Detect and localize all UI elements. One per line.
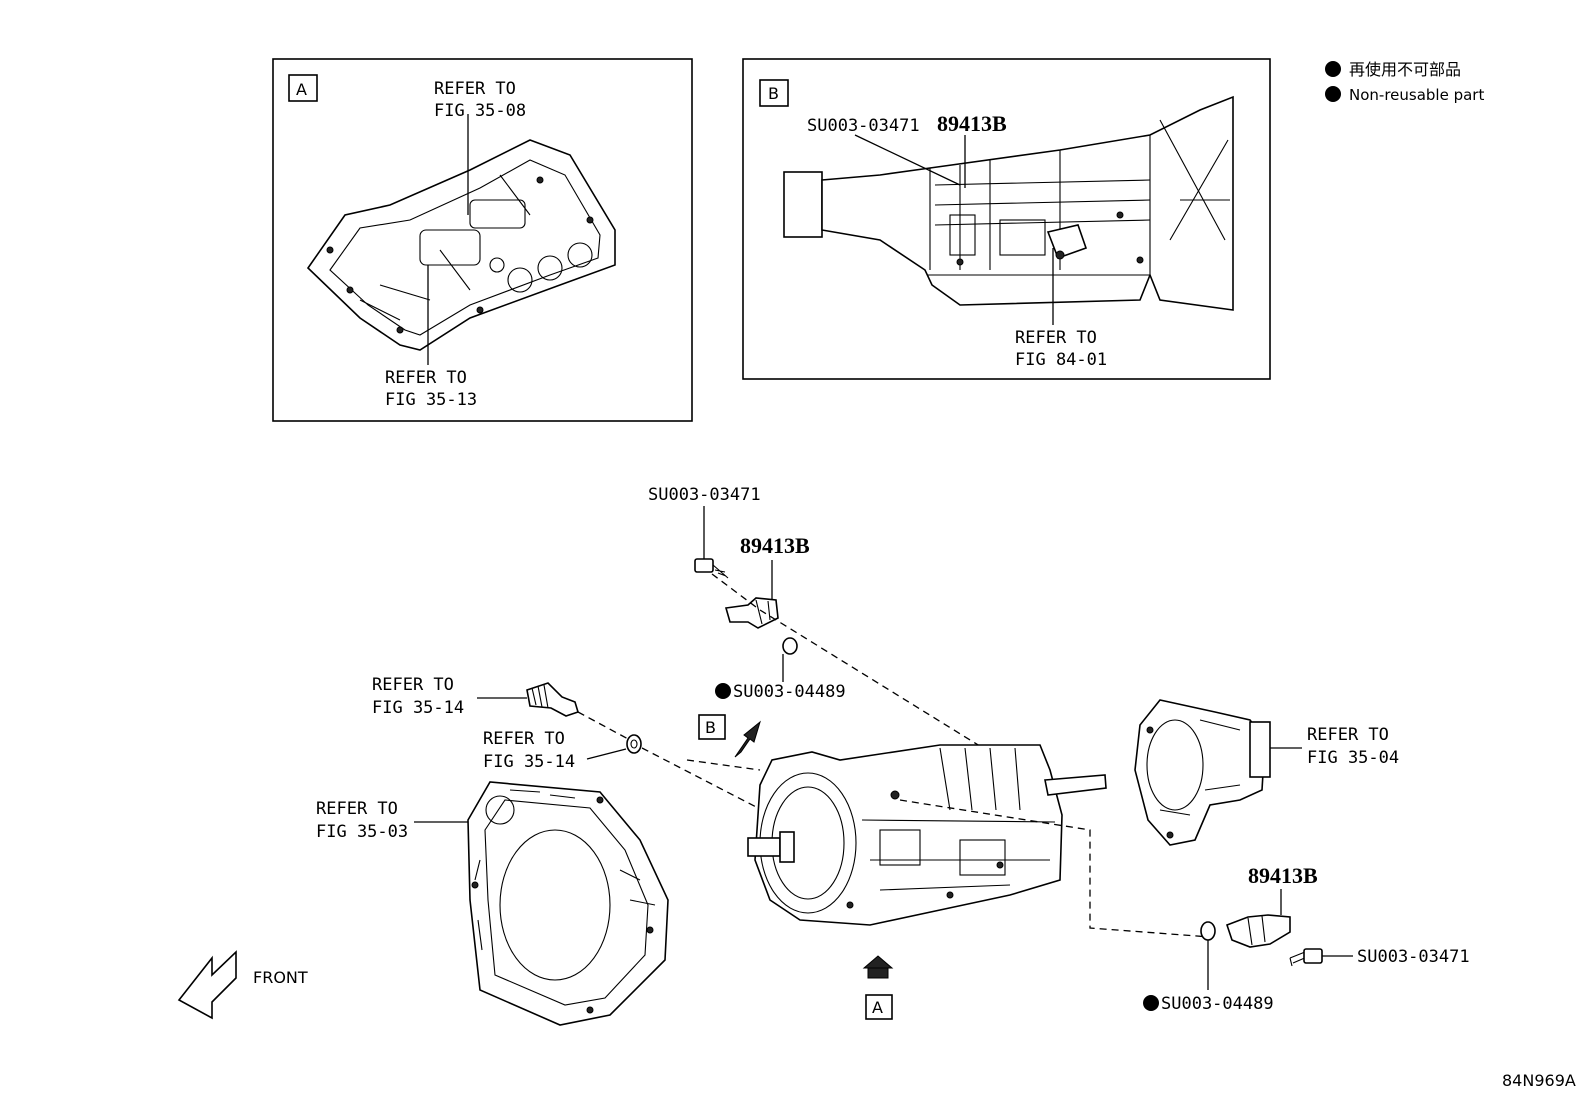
inset-a-letter-box	[288, 74, 318, 102]
extension-label-l2: FIG 35-04	[1307, 748, 1399, 768]
sensor-top-label: 89413B	[740, 533, 810, 558]
inset-b-callout-l2: FIG 84-01	[1015, 350, 1107, 370]
dash-bottom-sensor	[899, 799, 1211, 938]
inset-b-callout-l1: REFER TO	[1015, 328, 1097, 348]
inset-b-sensor-part: 89413B	[937, 111, 1007, 136]
bolt-bottom-label: SU003-03471	[1357, 947, 1470, 967]
housing-label-l1: REFER TO	[316, 799, 398, 819]
legend-jp-text: 再使用不可部品	[1349, 60, 1461, 79]
inset-a-letter: A	[296, 80, 307, 99]
washer-leader	[586, 748, 627, 760]
view-b-marker-box	[698, 714, 726, 740]
inset-b-letter-box	[759, 79, 789, 107]
inset-a-callout-bottom-l2: FIG 35-13	[385, 390, 477, 410]
front-label: FRONT	[253, 968, 308, 987]
view-b-arrow-icon	[734, 720, 761, 758]
view-a-arrow-icon	[862, 955, 894, 979]
inset-a-frame	[272, 58, 693, 422]
dash-top-sensor	[711, 573, 984, 749]
oring-bottom-icon	[1200, 921, 1216, 941]
front-arrow-icon	[177, 950, 237, 1020]
dash-washer-b	[686, 759, 761, 771]
legend-dot-jp	[1325, 61, 1341, 77]
inset-b: B SU003-03471 89413B REFER TO FIG 84-01	[742, 58, 1271, 380]
oring-bottom-label: SU003-04489	[1161, 994, 1274, 1014]
dash-washer	[641, 747, 763, 811]
transmission-side-drawing	[783, 95, 1234, 311]
fitting-label-l1: REFER TO	[372, 675, 454, 695]
legend: 再使用不可部品 Non-reusable part	[1325, 60, 1484, 104]
oring-top-label: SU003-04489	[733, 682, 846, 702]
washer-hole	[630, 739, 638, 749]
washer-label-l2: FIG 35-14	[483, 752, 575, 772]
dash-fitting	[577, 711, 631, 741]
figure-code: 84N969A	[1502, 1071, 1576, 1090]
inset-b-leader-bolt	[854, 134, 961, 186]
inset-b-bolt-part: SU003-03471	[807, 116, 920, 136]
bolt-top-label: SU003-03471	[648, 485, 761, 505]
bolt-bottom-icon	[1289, 948, 1323, 967]
view-b-marker-letter: B	[705, 718, 716, 737]
inset-b-frame	[742, 58, 1271, 380]
extension-label-l1: REFER TO	[1307, 725, 1389, 745]
inset-a-callout-bottom-l1: REFER TO	[385, 368, 467, 388]
bolt-top-icon	[694, 558, 729, 579]
bell-housing-drawing	[467, 781, 669, 1026]
legend-en-text: Non-reusable part	[1349, 86, 1484, 104]
sensor-top-icon	[724, 597, 779, 629]
fitting-label-l2: FIG 35-14	[372, 698, 464, 718]
inset-b-letter: B	[768, 84, 779, 103]
valve-body-drawing	[306, 139, 616, 351]
view-a-marker-letter: A	[872, 998, 883, 1017]
transmission-main-drawing	[747, 744, 1107, 926]
washer-icon	[626, 734, 642, 754]
legend-dot-en	[1325, 86, 1341, 102]
main-exploded-view: SU003-03471 89413B SU003-04489 REFER TO …	[177, 485, 1470, 1026]
inset-a-callout-top-l1: REFER TO	[434, 79, 516, 99]
inset-a-callout-top-l2: FIG 35-08	[434, 101, 526, 121]
oring-top-nonreusable-dot	[715, 683, 731, 699]
housing-label-l2: FIG 35-03	[316, 822, 408, 842]
sensor-bottom-label: 89413B	[1248, 863, 1318, 888]
inset-a: A REFER TO FIG 35-08 REFER TO FIG 35-13	[272, 58, 693, 422]
extension-housing-drawing	[1134, 699, 1271, 846]
fitting-icon	[526, 682, 579, 717]
washer-label-l1: REFER TO	[483, 729, 565, 749]
sensor-bottom-icon	[1225, 914, 1291, 948]
view-a-marker-box	[865, 994, 893, 1020]
oring-bottom-nonreusable-dot	[1143, 995, 1159, 1011]
oring-top-icon	[782, 637, 798, 655]
